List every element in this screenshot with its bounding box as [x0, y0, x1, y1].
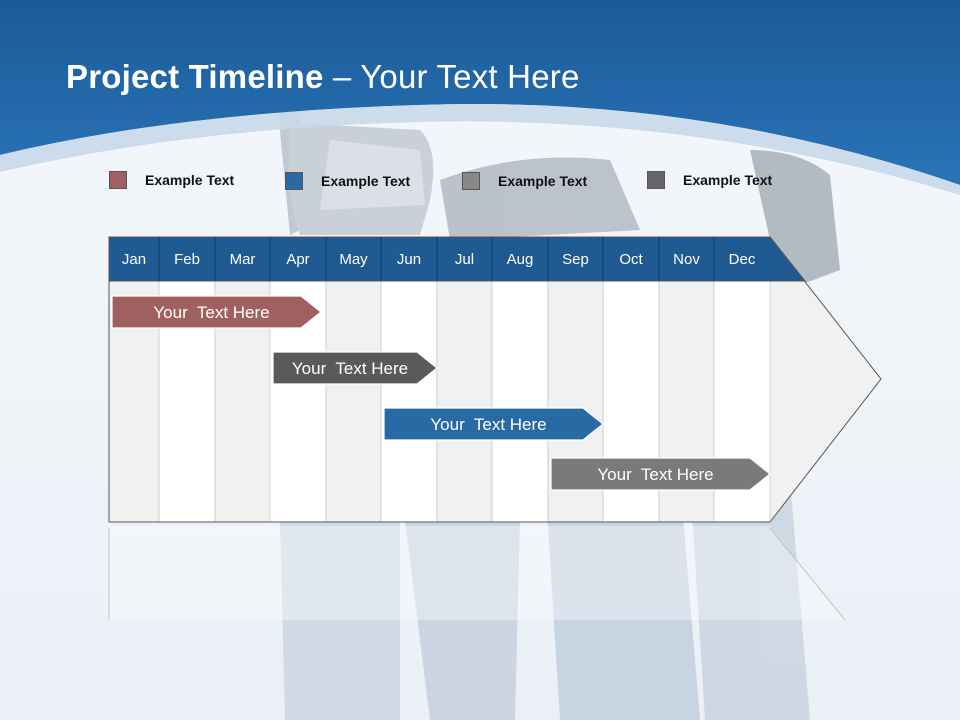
month-column [491, 280, 549, 523]
legend-label-2: Example Text [321, 173, 411, 189]
task-bar [272, 351, 438, 385]
legend-item-4: Example Text [647, 171, 772, 189]
month-column [380, 280, 438, 523]
month-label: Aug [507, 251, 534, 268]
task-label: Your Text Here [153, 303, 269, 322]
title-rest: – Your Text Here [323, 58, 580, 95]
timeline-reflection [109, 526, 845, 620]
title-main: Project Timeline [66, 58, 324, 95]
task-bar [383, 407, 604, 441]
month-label: Apr [286, 251, 309, 268]
task-label: Your Text Here [292, 359, 408, 378]
legend-swatch-2 [285, 172, 303, 190]
month-label: Nov [673, 251, 700, 268]
month-label: May [339, 251, 368, 268]
month-column [325, 280, 382, 523]
month-label: Jul [455, 251, 474, 268]
task-label: Your Text Here [430, 415, 546, 434]
legend-item-2: Example Text [285, 172, 410, 190]
month-label: Jan [122, 251, 146, 268]
legend-swatch-3 [462, 172, 480, 190]
legend-label-3: Example Text [498, 173, 588, 189]
timeline-reflection-edge-right [769, 527, 846, 621]
task-bar [550, 457, 771, 491]
month-label: Dec [729, 251, 756, 268]
month-label: Sep [562, 251, 589, 268]
legend-label-1: Example Text [145, 172, 235, 188]
legend-item-1: Example Text [109, 171, 234, 189]
month-label: Jun [397, 251, 421, 268]
month-column [436, 280, 493, 523]
legend-swatch-1 [109, 171, 127, 189]
task-bar [111, 295, 322, 329]
month-label: Oct [619, 251, 643, 268]
month-label: Mar [230, 251, 256, 268]
page-title: Project Timeline – Your Text Here [66, 58, 580, 96]
task-label: Your Text Here [597, 465, 713, 484]
month-label: Feb [174, 251, 200, 268]
legend-swatch-4 [647, 171, 665, 189]
legend-item-3: Example Text [462, 172, 587, 190]
legend-label-4: Example Text [683, 172, 773, 188]
